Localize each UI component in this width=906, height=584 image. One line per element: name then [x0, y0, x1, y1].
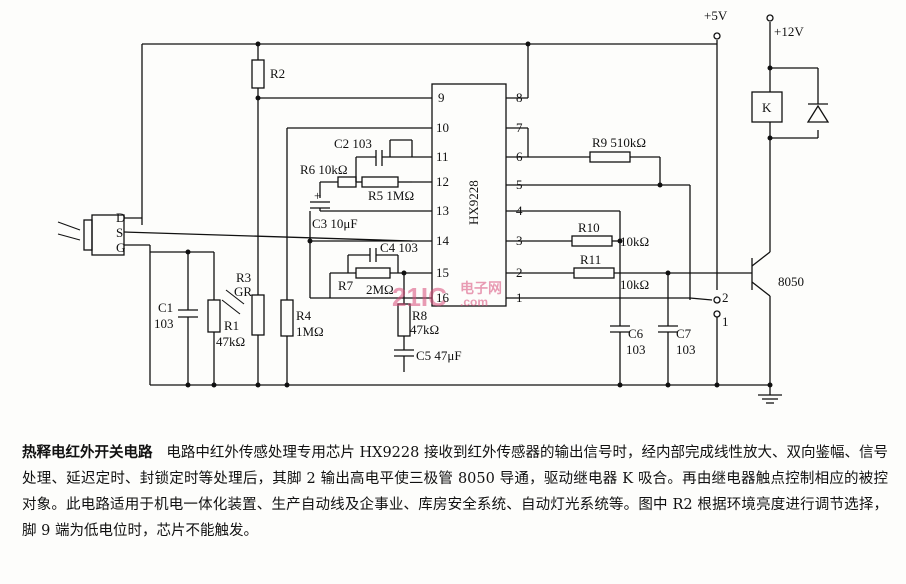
label-r5: R5 1MΩ — [368, 188, 414, 203]
label-r2: R2 — [270, 66, 285, 81]
watermark-url: .com — [460, 295, 488, 309]
label-c2: C2 103 — [334, 136, 372, 151]
label-c3-plus: + — [314, 188, 321, 203]
relay-k-coil — [751, 91, 783, 123]
label-r3-gr: GR — [234, 284, 252, 299]
resistor-r9 — [589, 151, 631, 163]
chip-pin-7: 7 — [516, 120, 523, 135]
label-c6-value: 103 — [626, 342, 646, 357]
watermark-logo: 21IC — [392, 282, 447, 312]
chip-pin-16: 16 — [436, 290, 450, 305]
resistor-r6 — [337, 176, 357, 188]
label-c3: C3 10μF — [312, 216, 358, 231]
chip-pin-1: 1 — [516, 290, 523, 305]
circuit-schematic: 21IC 电子网 .com HX9228 9 10 11 12 13 14 15… — [57, 8, 830, 404]
label-c6: C6 — [628, 326, 644, 341]
label-c1: C1 — [158, 300, 173, 315]
sensor-pin-d: D — [116, 210, 125, 225]
label-transistor: 8050 — [778, 274, 804, 289]
terminal-12v — [766, 14, 774, 22]
chip-pin-9: 9 — [438, 90, 445, 105]
chip-pin-8: 8 — [516, 90, 523, 105]
chip-pin-14: 14 — [436, 233, 450, 248]
switch-contact-1 — [713, 310, 721, 318]
label-r11-value: 10kΩ — [620, 277, 649, 292]
chip-pin-15: 15 — [436, 265, 449, 280]
label-switch-1: 1 — [722, 314, 729, 329]
label-r10: R10 — [578, 220, 600, 235]
resistor-r5 — [361, 176, 399, 188]
resistor-r1 — [207, 299, 221, 333]
resistor-r7 — [355, 267, 391, 279]
label-r7-value: 2MΩ — [366, 282, 394, 297]
label-c4: C4 103 — [380, 240, 418, 255]
caption-body: 电路中红外传感处理专用芯片 HX9228 接收到红外传感器的输出信号时，经内部完… — [22, 445, 889, 539]
resistor-r2 — [251, 59, 265, 89]
label-r10-value: 10kΩ — [620, 234, 649, 249]
label-r8: R8 — [412, 308, 427, 323]
caption-title: 热释电红外开关电路 — [22, 444, 153, 461]
terminal-5v — [713, 32, 721, 40]
label-r1: R1 — [224, 318, 239, 333]
sensor-pin-s: S — [116, 225, 123, 240]
label-r4-value: 1MΩ — [296, 324, 324, 339]
chip-pin-10: 10 — [436, 120, 449, 135]
switch-contact-2 — [713, 296, 721, 304]
chip-pin-12: 12 — [436, 174, 449, 189]
chip-pin-4: 4 — [516, 203, 523, 218]
label-r4: R4 — [296, 308, 312, 323]
chip-pin-2: 2 — [516, 265, 523, 280]
label-r3: R3 — [236, 270, 251, 285]
label-c1-value: 103 — [154, 316, 174, 331]
label-r7: R7 — [338, 278, 354, 293]
label-12v: +12V — [774, 24, 804, 39]
chip-pin-5: 5 — [516, 177, 523, 192]
label-c7: C7 — [676, 326, 692, 341]
label-r9: R9 510kΩ — [592, 135, 646, 150]
chip-pin-13: 13 — [436, 203, 449, 218]
flyback-diode — [806, 104, 830, 123]
label-switch-2: 2 — [722, 290, 729, 305]
label-5v: +5V — [704, 8, 728, 23]
label-r1-value: 47kΩ — [216, 334, 245, 349]
label-c5: C5 47μF — [416, 348, 462, 363]
chip-name: HX9228 — [466, 180, 481, 225]
sensor-pin-g: G — [116, 240, 125, 255]
chip-pin-6: 6 — [516, 149, 523, 164]
resistor-r10 — [571, 235, 613, 247]
label-relay-k: K — [762, 100, 772, 115]
resistor-r4 — [280, 299, 294, 337]
hx9228-chip-body — [431, 83, 507, 307]
label-c7-value: 103 — [676, 342, 696, 357]
watermark-site: 电子网 — [460, 280, 502, 296]
pir-sensor-window — [83, 219, 93, 251]
resistor-r11 — [573, 267, 615, 279]
chip-pin-11: 11 — [436, 149, 449, 164]
label-r6: R6 10kΩ — [300, 162, 348, 177]
label-r8-value: 47kΩ — [410, 322, 439, 337]
label-r11: R11 — [580, 252, 601, 267]
photoresistor-r3 — [251, 294, 265, 336]
chip-pin-3: 3 — [516, 233, 523, 248]
caption: 热释电红外开关电路 电路中红外传感处理专用芯片 HX9228 接收到红外传感器的… — [22, 440, 888, 544]
